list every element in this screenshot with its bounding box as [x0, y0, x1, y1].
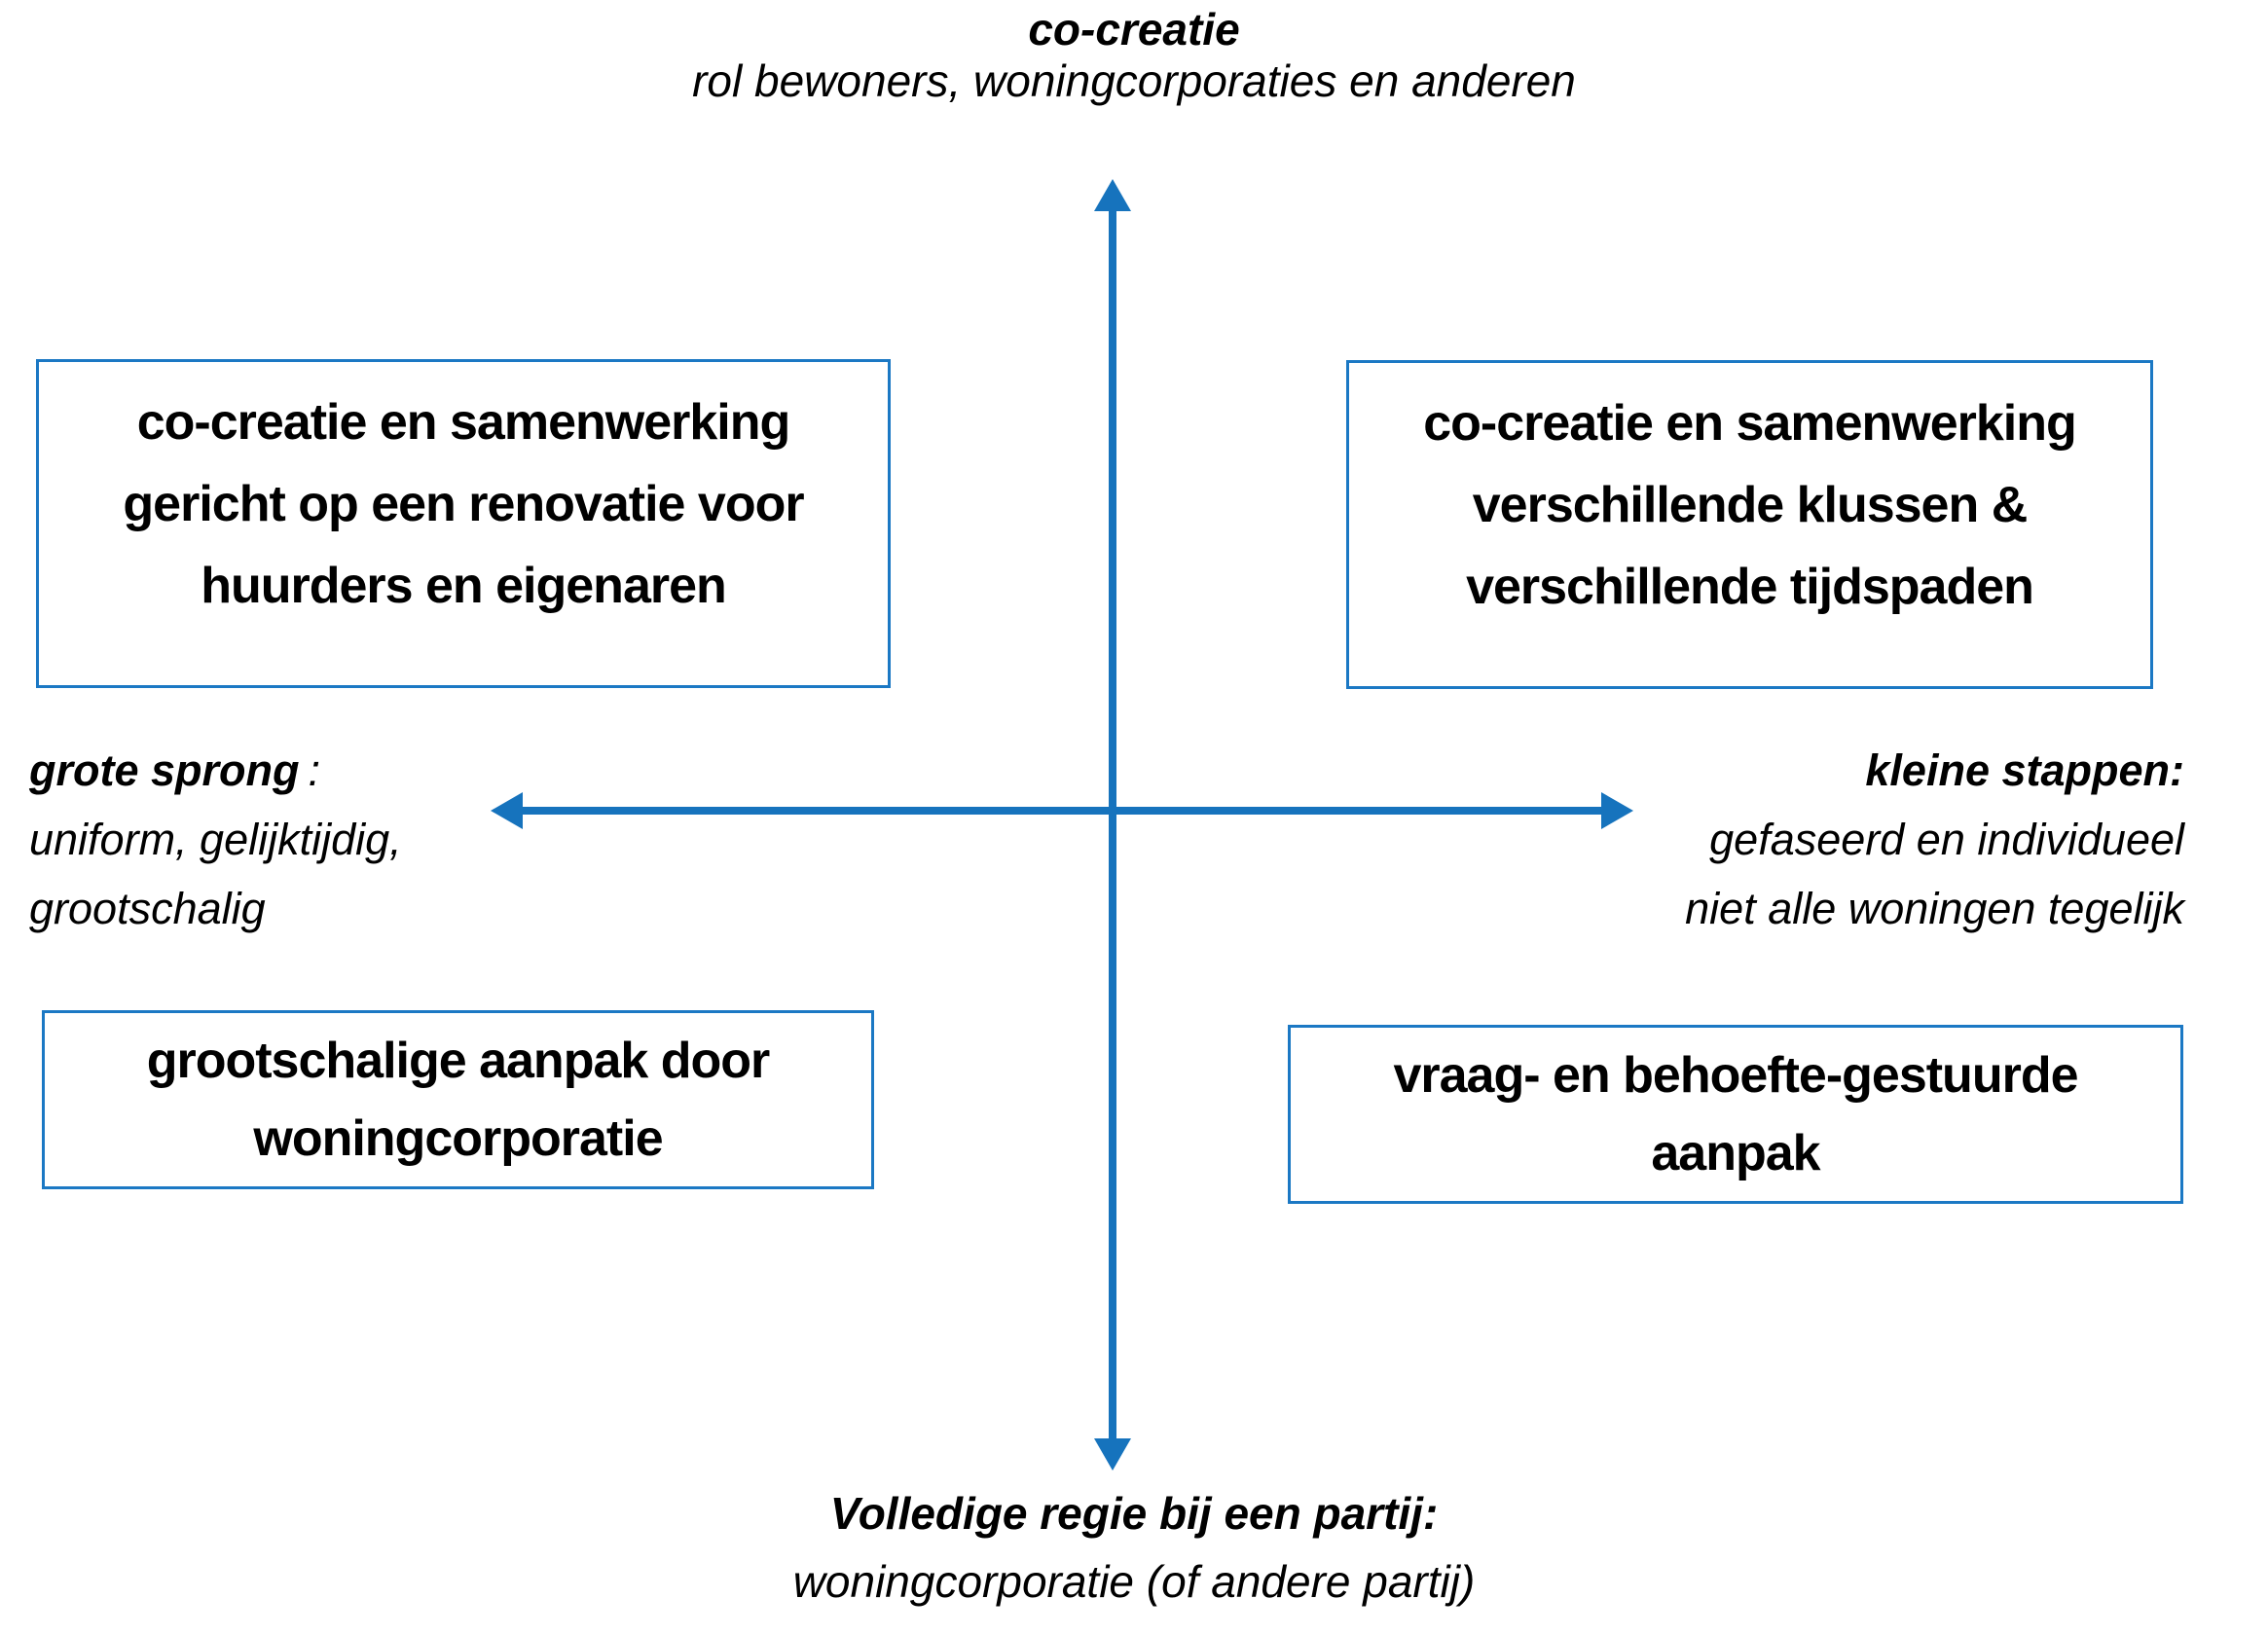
quadrant-top-left-line-1: co-creatie en samenwerking: [136, 394, 791, 451]
arrow-right-icon: [1601, 792, 1633, 829]
quadrant-box-bottom-left: grootschalige aanpak door woningcorporat…: [42, 1010, 874, 1189]
right-axis-title: kleine stappen:: [1865, 745, 2184, 795]
left-axis-subtitle-line-2: grootschalig: [29, 884, 266, 933]
bottom-axis-label: Volledige regie bij een partij: woningco…: [0, 1479, 2268, 1616]
quadrant-top-right-line-3: verschillende tijdspaden: [1466, 559, 2034, 615]
top-axis-label: co-creatie rol bewoners, woningcorporati…: [0, 4, 2268, 107]
left-axis-title-line: grote sprong:: [29, 736, 402, 805]
arrow-down-icon: [1094, 1438, 1131, 1471]
quadrant-bottom-left-line-1: grootschalige aanpak door: [146, 1033, 771, 1089]
quadrant-box-top-left: co-creatie en samenwerking gericht op ee…: [36, 359, 891, 688]
arrow-left-icon: [491, 792, 523, 829]
top-axis-title: co-creatie: [1028, 4, 1240, 54]
right-axis-subtitle-line-2: niet alle woningen tegelijk: [1685, 884, 2184, 933]
quadrant-box-top-right: co-creatie en samenwerking verschillende…: [1346, 360, 2153, 689]
quadrant-box-bottom-right: vraag- en behoefte-gestuurde aanpak: [1288, 1025, 2183, 1204]
quadrant-top-right-line-2: verschillende klussen &: [1472, 477, 2028, 533]
left-axis-label: grote sprong: uniform, gelijktijdig, gro…: [29, 736, 402, 943]
left-axis-title-colon: :: [308, 745, 321, 795]
top-axis-subtitle: rol bewoners, woningcorporaties en ander…: [692, 55, 1576, 106]
right-axis-subtitle-line-1: gefaseerd en individueel: [1709, 815, 2184, 864]
left-axis-title: grote sprong: [29, 745, 300, 795]
horizontal-axis-line: [518, 807, 1606, 815]
quadrant-bottom-right-line-2: aanpak: [1651, 1125, 1820, 1181]
bottom-axis-title: Volledige regie bij een partij:: [829, 1488, 1439, 1539]
bottom-axis-subtitle: woningcorporatie (of andere partij): [792, 1556, 1476, 1607]
arrow-up-icon: [1094, 179, 1131, 211]
right-axis-label: kleine stappen: gefaseerd en individueel…: [1685, 736, 2184, 943]
vertical-axis-line: [1109, 204, 1116, 1444]
quadrant-bottom-right-line-1: vraag- en behoefte-gestuurde: [1393, 1047, 2078, 1104]
quadrant-top-left-line-3: huurders en eigenaren: [201, 558, 727, 614]
left-axis-subtitle-line-1: uniform, gelijktijdig,: [29, 815, 402, 864]
quadrant-bottom-left-line-2: woningcorporatie: [253, 1110, 663, 1167]
quadrant-top-left-line-2: gericht op een renovatie voor: [123, 476, 804, 532]
quadrant-top-right-line-1: co-creatie en samenwerking: [1423, 395, 2077, 452]
